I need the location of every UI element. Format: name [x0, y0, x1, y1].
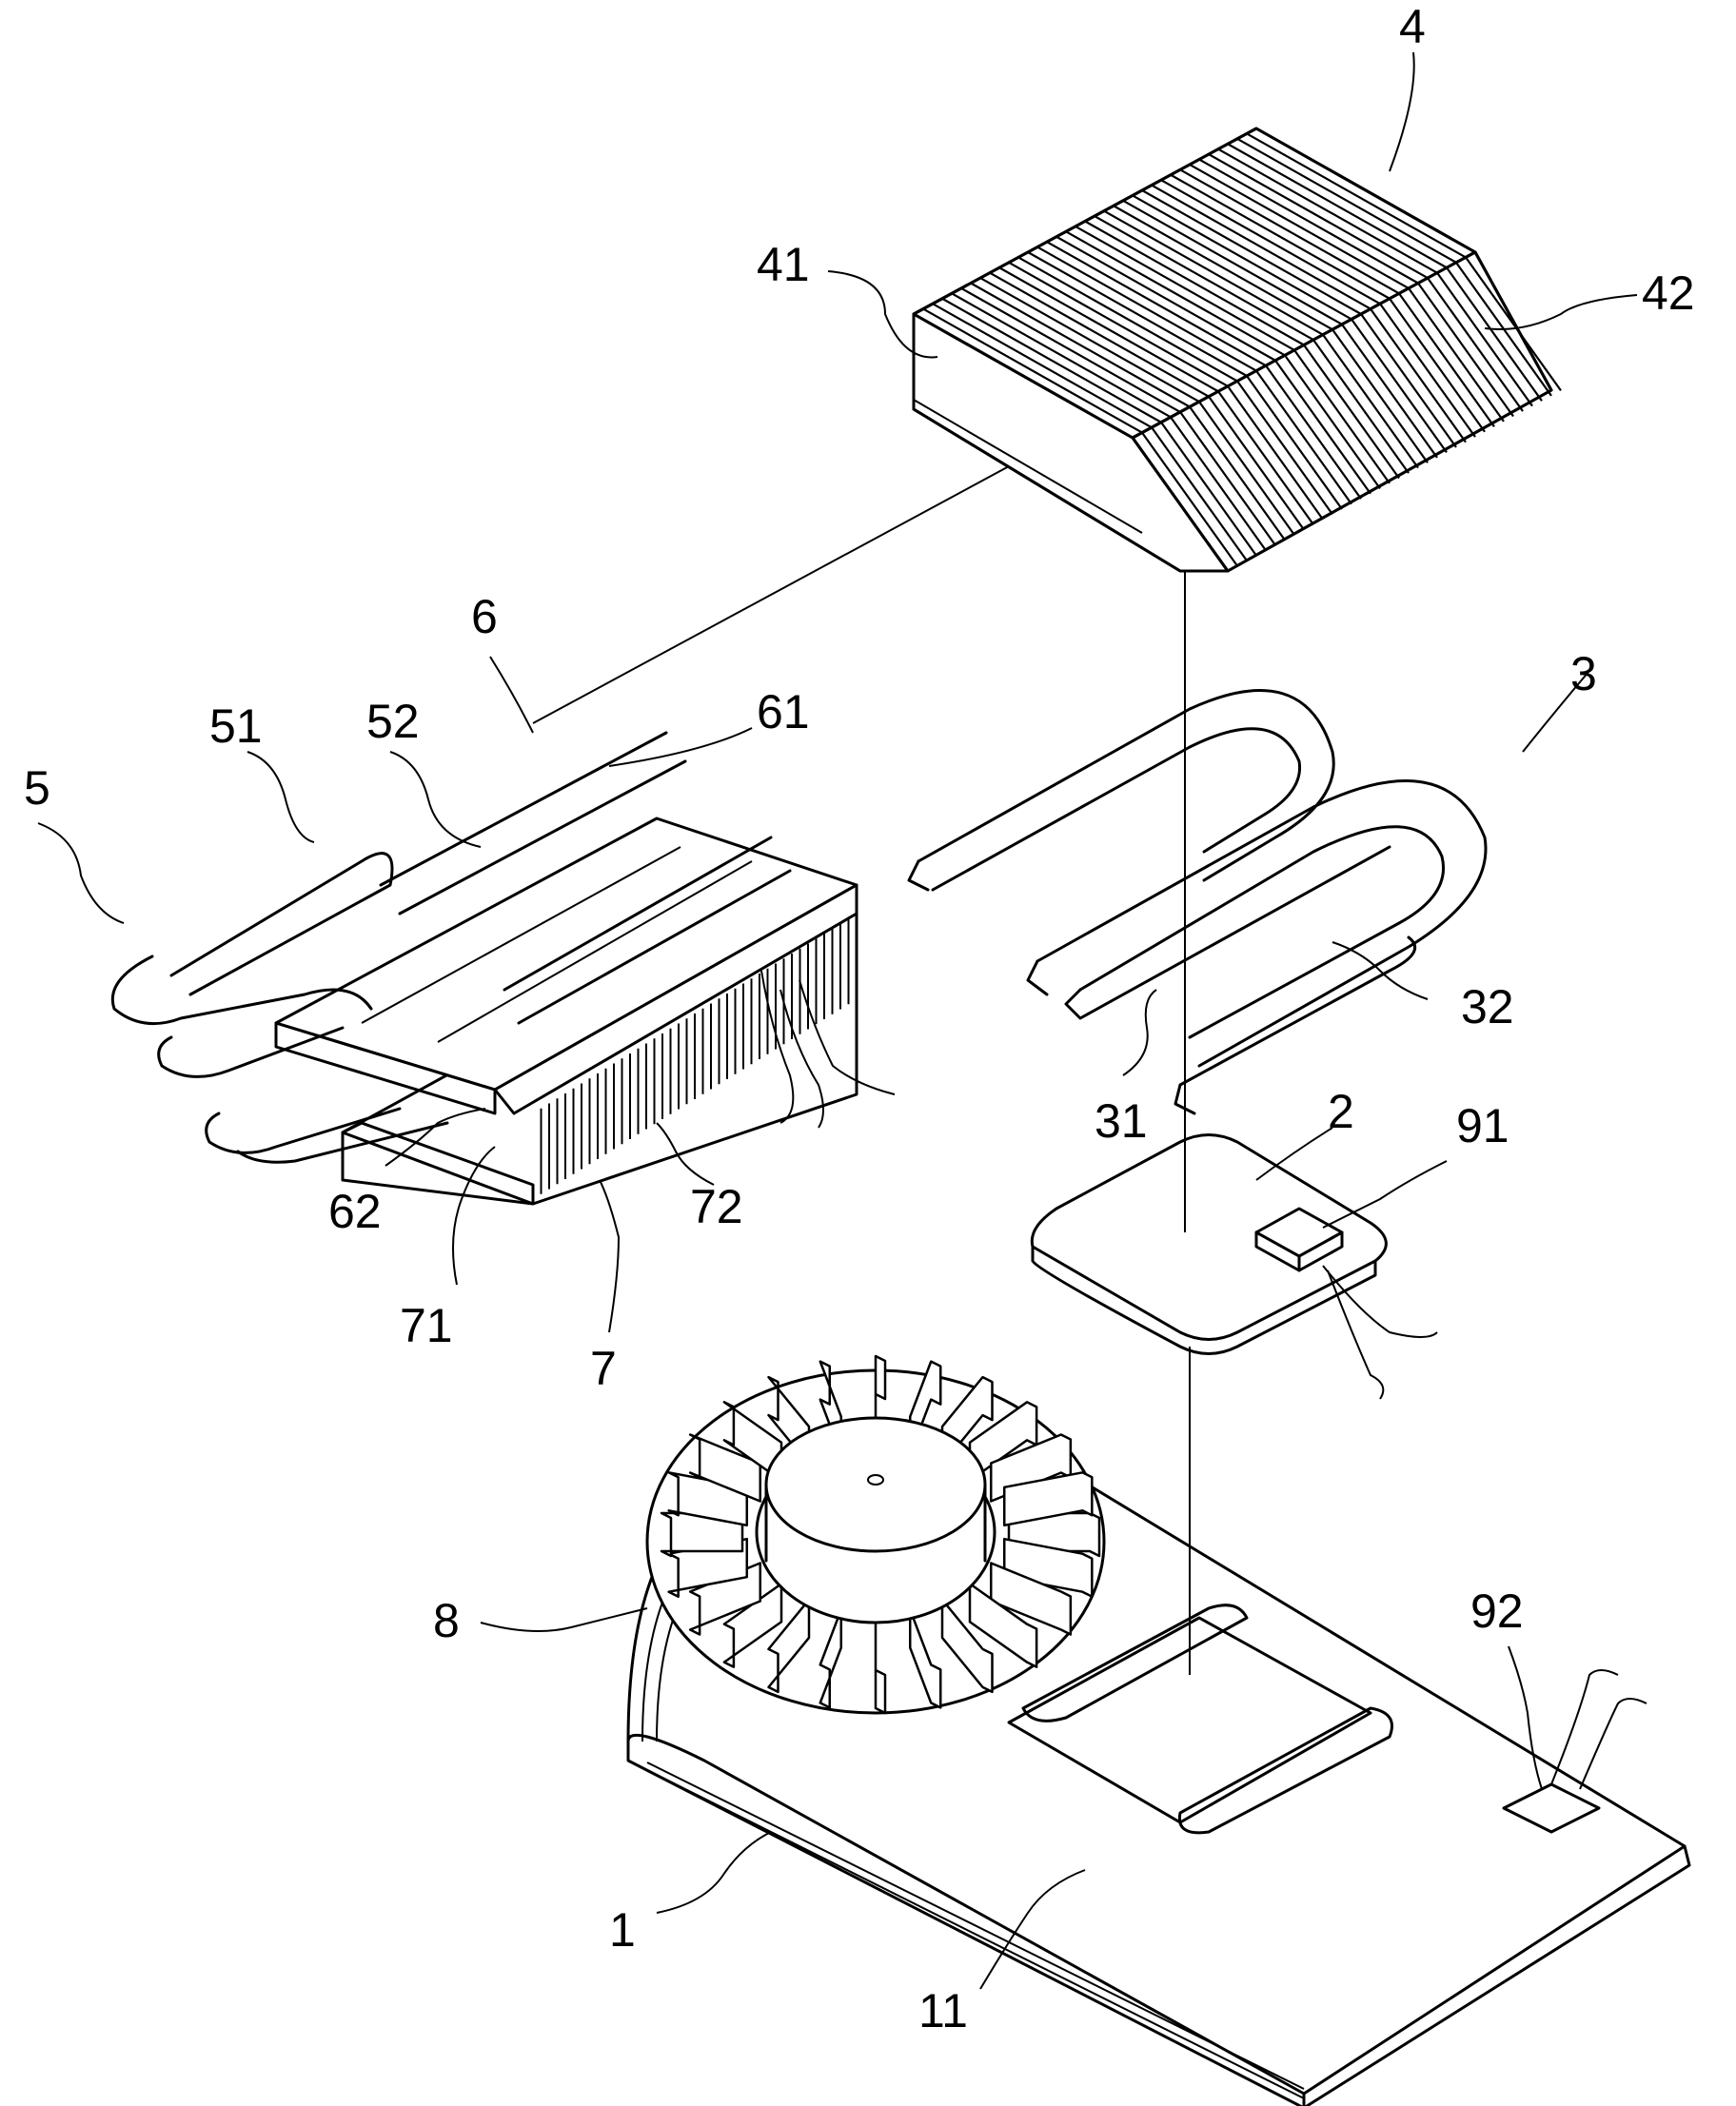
label-3: 3 [1570, 647, 1597, 700]
heat-pipes-3 [909, 690, 1486, 1113]
label-11: 11 [918, 1984, 968, 2037]
label-6: 6 [471, 590, 498, 643]
label-91: 91 [1456, 1099, 1509, 1152]
label-7: 7 [590, 1342, 617, 1395]
label-2: 2 [1328, 1085, 1354, 1138]
left-heatsink-assembly [112, 733, 895, 1204]
label-52: 52 [366, 695, 420, 748]
label-61: 61 [757, 685, 810, 738]
label-62: 62 [328, 1185, 382, 1238]
label-41: 41 [757, 238, 810, 291]
label-72: 72 [690, 1180, 743, 1233]
label-51: 51 [209, 699, 263, 753]
label-71: 71 [400, 1299, 453, 1352]
top-heatsink-4 [914, 128, 1561, 571]
label-31: 31 [1095, 1094, 1148, 1148]
plate-2 [1032, 1135, 1437, 1400]
label-1: 1 [609, 1903, 636, 1957]
label-8: 8 [433, 1594, 460, 1647]
label-92: 92 [1470, 1584, 1524, 1638]
label-42: 42 [1642, 266, 1695, 320]
label-32: 32 [1461, 980, 1514, 1033]
label-4: 4 [1399, 0, 1426, 53]
fan-8 [647, 1356, 1104, 1713]
label-5: 5 [24, 761, 50, 815]
